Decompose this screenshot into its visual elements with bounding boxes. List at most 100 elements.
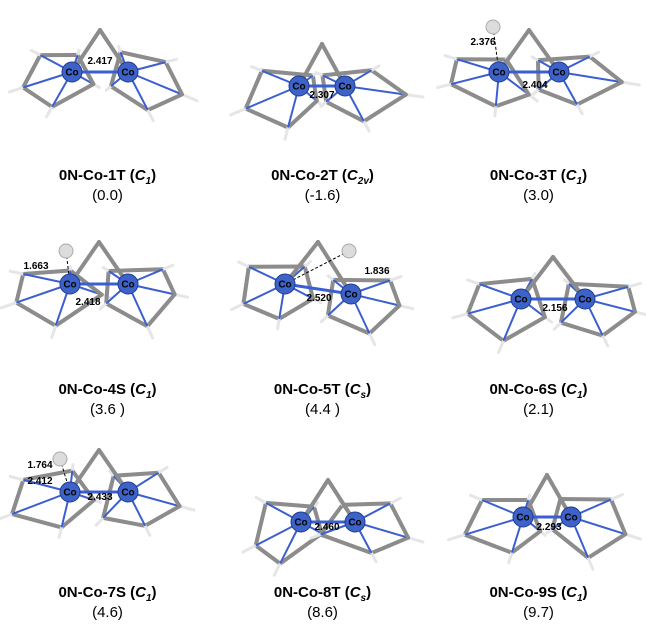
hydrogen-atom [58, 243, 74, 259]
carbon-bond [143, 504, 182, 528]
point-group-subscript: 1 [145, 593, 152, 604]
carbon-bond [550, 497, 563, 532]
cobalt-atom [548, 61, 570, 83]
carbon-bond [462, 498, 484, 537]
relative-energy: (9.7) [523, 604, 554, 621]
hydrogen-bond [157, 465, 169, 475]
cobalt-label: Co [63, 488, 76, 499]
carbon-bond [609, 497, 628, 537]
hydrogen-bond [319, 100, 328, 108]
carbon-bond [449, 57, 459, 87]
carbon-bond [21, 85, 55, 109]
cobalt-atom [290, 511, 312, 533]
point-group-subscript: 1 [145, 176, 152, 187]
cobalt-atom [510, 288, 532, 310]
hydrogen-bond [530, 55, 540, 62]
carbon-bond [320, 73, 329, 104]
carbon-bond [312, 504, 324, 536]
cobalt-atom [59, 273, 81, 295]
cobalt-label: Co [121, 488, 134, 499]
hydrogen-bond [0, 301, 18, 310]
cobalt-atom [59, 481, 81, 503]
cobalt-label: Co [578, 295, 591, 306]
structure-id: 0N-Co-7S ( [58, 584, 136, 601]
hydrogen-bond [180, 92, 199, 103]
point-group: C2v [346, 167, 369, 187]
co-co-distance: 2.293 [536, 522, 561, 533]
carbon-bond [21, 53, 43, 90]
carbon-bond [108, 84, 150, 113]
carbon-bond [53, 292, 104, 328]
hydrogen-bond [0, 512, 14, 521]
carbon-bond [558, 320, 605, 338]
carbon-bond [340, 501, 393, 507]
hydrogen-bond [466, 278, 481, 286]
hydrogen-bond [94, 516, 105, 527]
carbon-bond [59, 498, 96, 530]
point-group: C1 [566, 584, 583, 604]
hydrogen-bond [272, 562, 282, 577]
hydrogen-bond [443, 54, 459, 61]
hydrogen-atom [341, 243, 357, 259]
carbon-bond [145, 292, 177, 329]
relative-energy: (-1.6) [304, 187, 341, 204]
carbon-bond [14, 272, 26, 305]
structure-name: 0N-Co-4S (C1) [58, 381, 157, 401]
structure-name: 0N-Co-1T (C1) [58, 167, 157, 187]
carbon-bond [465, 282, 482, 316]
hydrogen-bond [530, 271, 537, 281]
hydrogen-bond [388, 275, 403, 282]
hydrogen-bond [8, 269, 25, 276]
point-group-subscript: 2v [357, 176, 369, 187]
relative-energy: (4.4 ) [304, 401, 340, 418]
hydrogen-bond [562, 278, 571, 286]
carbon-bond [156, 470, 182, 509]
co-co-bond [284, 282, 352, 296]
hydrogen-bond [283, 126, 290, 141]
carbon-bond [575, 80, 624, 107]
carbon-bond [253, 543, 283, 566]
carbon-bond [501, 315, 547, 343]
carbon-bond [536, 58, 541, 92]
carbon-bond [310, 73, 319, 103]
hydrogen-bond [320, 314, 330, 324]
co-co-distance: 2.460 [314, 522, 339, 533]
hydrogen-bond [531, 88, 541, 96]
cobalt-label: Co [492, 68, 505, 79]
carbon-bond [504, 57, 531, 97]
cobalt-atom [334, 75, 356, 97]
hydrogen-bond [314, 71, 324, 77]
carbon-bond [101, 473, 116, 520]
carbon-bond [388, 278, 402, 308]
carbon-bond [369, 535, 411, 555]
cobalt-atom [512, 506, 534, 528]
structure-name: 0N-Co-9S (C1) [489, 584, 588, 604]
carbon-bond [587, 54, 624, 85]
hydrogen-bond [497, 339, 505, 354]
point-group-subscript: s [360, 390, 367, 401]
carbon-bond [477, 276, 535, 287]
carbon-bond [318, 502, 345, 537]
hydrogen-bond [108, 469, 116, 478]
cobalt-label: Co [121, 280, 134, 291]
cobalt-label: Co [292, 82, 305, 93]
cobalt-label: Co [348, 518, 361, 529]
carbon-bond [10, 512, 64, 530]
hydrogen-bond [146, 108, 155, 123]
co-co-distance: 2.418 [75, 297, 100, 308]
carbon-bond [263, 500, 316, 509]
carbon-bond [536, 54, 592, 63]
cobalt-atom [117, 481, 139, 503]
contact-dash [284, 250, 350, 285]
point-group: Cs [349, 381, 367, 401]
hydrogen-bond [601, 334, 610, 348]
point-group-subscript: 1 [576, 176, 583, 187]
carbon-bond [465, 311, 506, 343]
relative-energy: (3.6 ) [89, 401, 125, 418]
structure-id: 0N-Co-3T ( [489, 167, 566, 184]
structure-name: 0N-Co-5T (Cs) [273, 381, 372, 401]
